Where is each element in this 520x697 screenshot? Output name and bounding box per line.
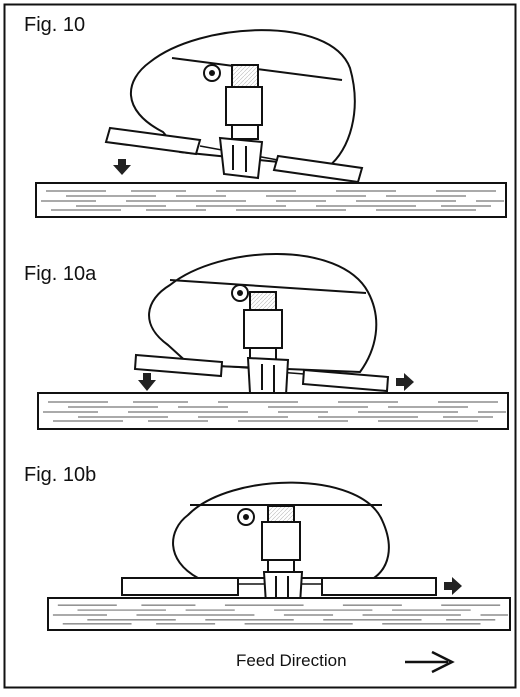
base-plate-left [104,126,202,156]
base-plate-right [301,368,390,393]
workpiece-board [47,597,511,631]
workpiece-board [35,182,507,218]
figure-10a [37,253,509,430]
workpiece-board [37,392,509,430]
feed-direction-arrow-icon [405,650,455,674]
feed-direction-label: Feed Direction [236,651,347,670]
base-plate-right [321,577,437,596]
right-arrow-icon [396,373,414,391]
figure-10 [35,29,507,218]
figure-10b [47,481,511,631]
base-plate-left [133,353,224,378]
router-bit [218,136,264,180]
router-bit [246,356,290,397]
right-arrow-icon [444,577,462,595]
figure-10a-label: Fig. 10a [24,263,97,285]
down-arrow-icon [113,159,131,175]
figure-10-label: Fig. 10 [24,14,86,36]
base-plate-left [121,577,239,596]
figure-10b-label: Fig. 10b [24,464,97,486]
down-arrow-icon [138,373,156,391]
page-border [3,3,517,689]
